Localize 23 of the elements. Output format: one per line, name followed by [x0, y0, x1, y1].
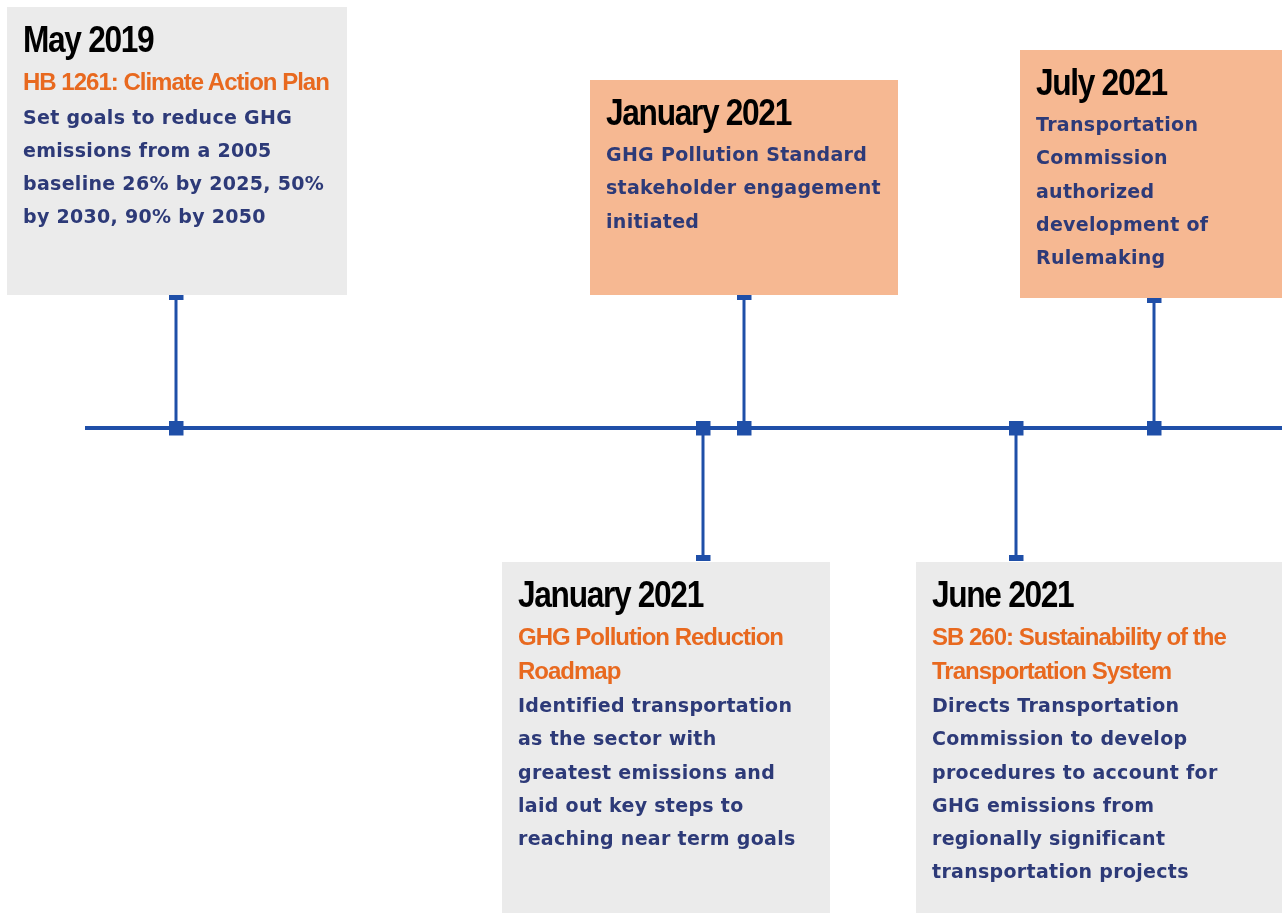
event-description: Set goals to reduce GHG emissions from a 2005 baseline 26% by 2025, 50% by 2030, 90% by 2050	[23, 104, 326, 230]
event-description: GHG Pollution Standard stakeholder engagement initiated	[606, 142, 882, 234]
leader-line	[1008, 420, 1024, 561]
event-description: Identified transportation as the sector with greatest emissions and laid out key steps to reaching near term goals	[518, 693, 797, 852]
date-heading: May 2019	[23, 19, 155, 61]
date-heading: January 2021	[606, 92, 793, 134]
event-card	[916, 562, 1282, 913]
event-card	[590, 80, 898, 295]
event-title: GHG Pollution Reduction Roadmap	[518, 622, 784, 686]
date-heading: July 2021	[1036, 62, 1169, 104]
leader-line	[736, 294, 752, 436]
event-description: Transportation Commission authorized development of Rulemaking	[1036, 112, 1210, 270]
event-card	[7, 7, 347, 295]
event-title: SB 260: Sustainability of the Transportation System	[932, 622, 1227, 686]
event-title: HB 1261: Climate Action Plan	[23, 67, 330, 97]
leader-line	[168, 294, 184, 436]
leader-line	[1146, 297, 1162, 436]
event-description: Directs Transportation Commission to develop procedures to account for GHG emissions from regionally significant transportation projects	[932, 693, 1219, 885]
event-card	[1020, 50, 1282, 298]
date-heading: January 2021	[518, 574, 705, 616]
event-card	[502, 562, 830, 913]
leader-line	[695, 420, 711, 561]
date-heading: June 2021	[932, 574, 1075, 616]
